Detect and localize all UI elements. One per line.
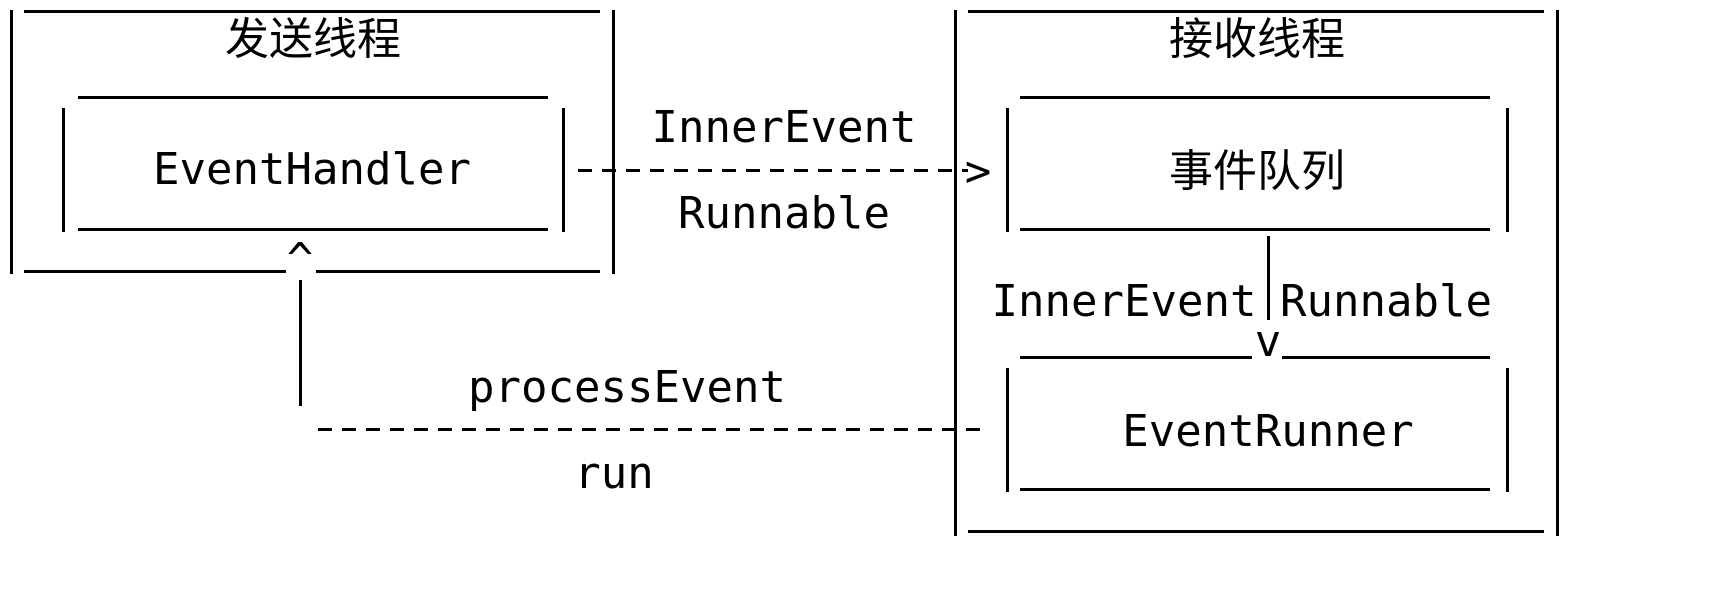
send-thread-title: 发送线程 <box>225 14 401 65</box>
queue-runner-left-label: InnerEvent <box>991 276 1257 327</box>
event-queue-label: 事件队列 <box>1169 146 1345 197</box>
return-arrow-head: ^ <box>286 234 314 285</box>
event-runner-label: EventRunner <box>1122 406 1414 457</box>
return-arrow-vertical <box>299 280 302 406</box>
event-handler-label: EventHandler <box>153 144 471 195</box>
receive-thread-title: 接收线程 <box>1169 14 1345 65</box>
send-arrow-bottom-label: Runnable <box>678 188 890 239</box>
return-arrow-top-label: processEvent <box>468 362 786 413</box>
send-arrow-top-label: InnerEvent <box>651 102 917 153</box>
return-arrow-bottom-label: run <box>574 448 654 499</box>
queue-runner-arrow-head: v <box>1254 316 1282 367</box>
send-arrow-head: > <box>964 146 992 197</box>
send-arrow-line <box>578 169 968 172</box>
queue-runner-line <box>1267 236 1270 320</box>
return-arrow-line <box>318 428 990 431</box>
queue-runner-right-label: Runnable <box>1280 276 1492 327</box>
